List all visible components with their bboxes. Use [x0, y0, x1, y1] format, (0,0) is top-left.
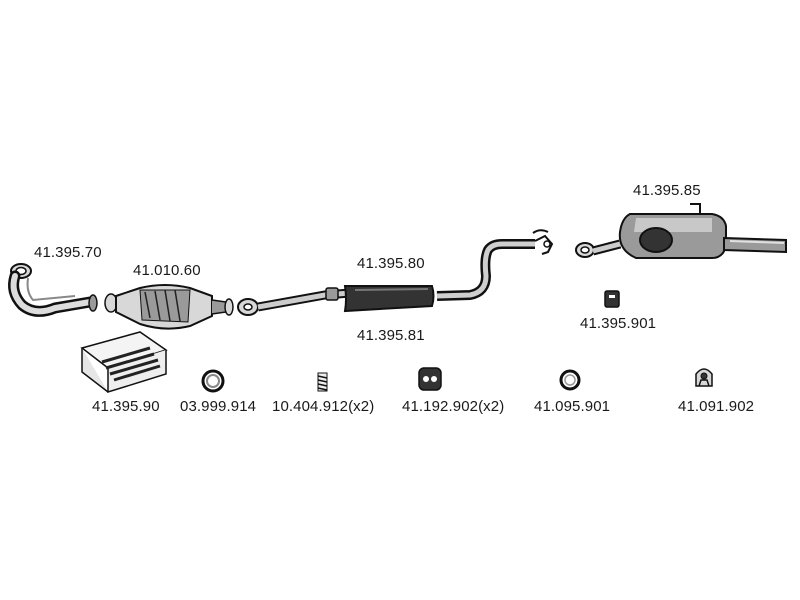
fitting-kit-drawing: [80, 331, 168, 394]
part-label-sealing-ring: 03.999.914: [180, 398, 257, 415]
spring-drawing: [317, 372, 328, 392]
part-label-catalytic-converter: 41.010.60: [133, 262, 201, 279]
rear-hanger-drawing: [604, 290, 620, 308]
ring-clamp-drawing: [559, 369, 581, 391]
part-label-spring: 10.404.912(x2): [272, 398, 375, 415]
part-label-fitting-kit: 41.395.90: [92, 398, 160, 415]
part-label-rear-silencer: 41.395.85: [633, 182, 701, 199]
mount-rubber-drawing: [695, 368, 713, 387]
part-label-intermediate-pipe-alt: 41.395.81: [357, 327, 425, 344]
sealing-ring-drawing: [201, 369, 225, 393]
part-label-front-pipe: 41.395.70: [34, 244, 102, 261]
part-label-ring-clamp: 41.095.901: [534, 398, 611, 415]
front-pipe-drawing: [8, 263, 98, 317]
part-label-intermediate-pipe: 41.395.80: [357, 255, 425, 272]
part-label-mount-rubber-pair: 41.192.902(x2): [402, 398, 505, 415]
mount-rubber-pair-drawing: [418, 367, 442, 391]
part-label-rear-hanger: 41.395.901: [580, 315, 657, 332]
catalytic-converter-drawing: [104, 284, 234, 330]
intermediate-pipe-drawing: [237, 229, 554, 316]
part-label-mount-rubber: 41.091.902: [678, 398, 755, 415]
rear-silencer-drawing: [575, 203, 787, 259]
